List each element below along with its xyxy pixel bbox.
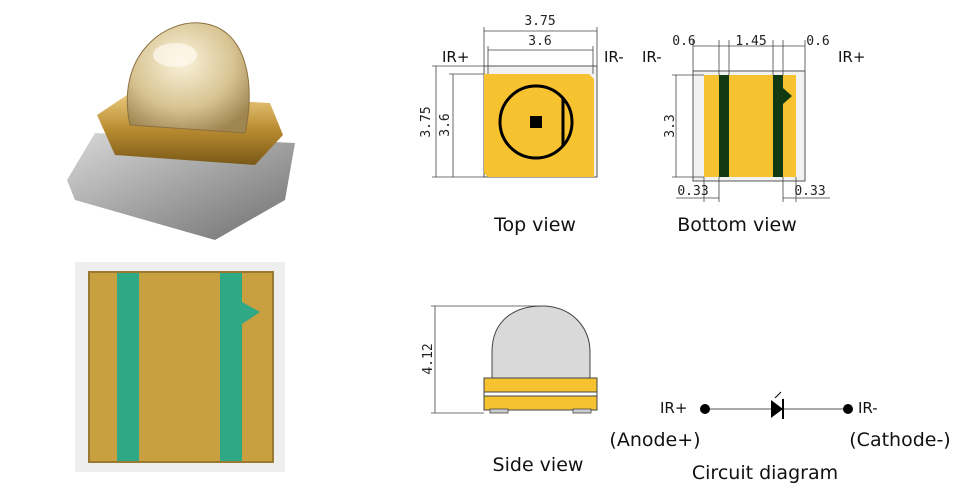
led-bottom-photo-texture (88, 271, 274, 463)
circuit-anode-terminal (700, 404, 710, 414)
circuit-diagram: IR+ IR- (Anode+) (Cathode-) Circuit diag… (609, 391, 951, 484)
top-view-dim-outer-height: 3.75 (419, 106, 434, 137)
bottom-view-pin-right: IR+ (838, 48, 865, 66)
bottom-view-caption: Bottom view (677, 214, 796, 236)
circuit-diode-emission-icon (774, 391, 782, 399)
bottom-view-dim-right: 0.6 (806, 34, 829, 49)
circuit-caption: Circuit diagram (692, 462, 838, 484)
led-bottom-photo-stripe-left (117, 272, 139, 462)
bottom-view-dim-mid: 1.45 (735, 34, 766, 49)
top-view-lens-ring (498, 84, 574, 160)
led-bottom-photo-stripe-right (220, 272, 242, 462)
side-view: 4.12 Side view (421, 305, 598, 476)
top-view-dim-inner-width: 3.6 (528, 34, 551, 49)
side-view-dome (491, 305, 591, 379)
circuit-cathode-label: (Cathode-) (849, 429, 950, 451)
circuit-cathode-terminal (843, 404, 853, 414)
bottom-view-stripe-left (719, 75, 729, 177)
top-view-dim-inner-height: 3.6 (438, 113, 453, 136)
bottom-view: 0.6 1.45 0.6 3.3 0.33 0.33 IR- IR+ Botto… (642, 34, 865, 236)
circuit-diode-triangle-icon (771, 400, 783, 418)
bottom-view-pin-left: IR- (642, 48, 662, 66)
side-view-collar (483, 377, 598, 393)
led-bottom-photo-notch (242, 302, 260, 324)
side-view-base (483, 395, 598, 411)
bottom-view-dim-bottom-right: 0.33 (794, 184, 825, 199)
side-view-foot-right (572, 408, 592, 414)
bottom-view-dim-left: 0.6 (672, 34, 695, 49)
led-bottom-photo (75, 262, 285, 472)
bottom-view-dim-bottom-left: 0.33 (677, 184, 708, 199)
top-view-pin-left: IR+ (442, 48, 469, 66)
top-view: 3.75 3.6 3.75 3.6 IR+ IR- Top view (419, 14, 624, 236)
led-product-photo (67, 22, 295, 240)
side-view-dim-height: 4.12 (421, 343, 436, 374)
top-view-caption: Top view (493, 214, 576, 236)
top-view-dim-outer-width: 3.75 (524, 14, 555, 29)
side-view-gap (483, 391, 598, 397)
bottom-view-stripe-right (773, 75, 783, 177)
led-photo-highlight (153, 43, 197, 67)
side-view-caption: Side view (493, 454, 584, 476)
circuit-anode-label: (Anode+) (609, 429, 700, 451)
top-view-pin-right: IR- (604, 48, 624, 66)
side-view-foot-left (489, 408, 509, 414)
circuit-pin-left: IR+ (660, 399, 687, 417)
bottom-view-dim-height: 3.3 (663, 114, 678, 137)
top-view-chip (530, 116, 542, 128)
bottom-view-polarity-notch (783, 88, 792, 104)
circuit-pin-right: IR- (858, 399, 878, 417)
